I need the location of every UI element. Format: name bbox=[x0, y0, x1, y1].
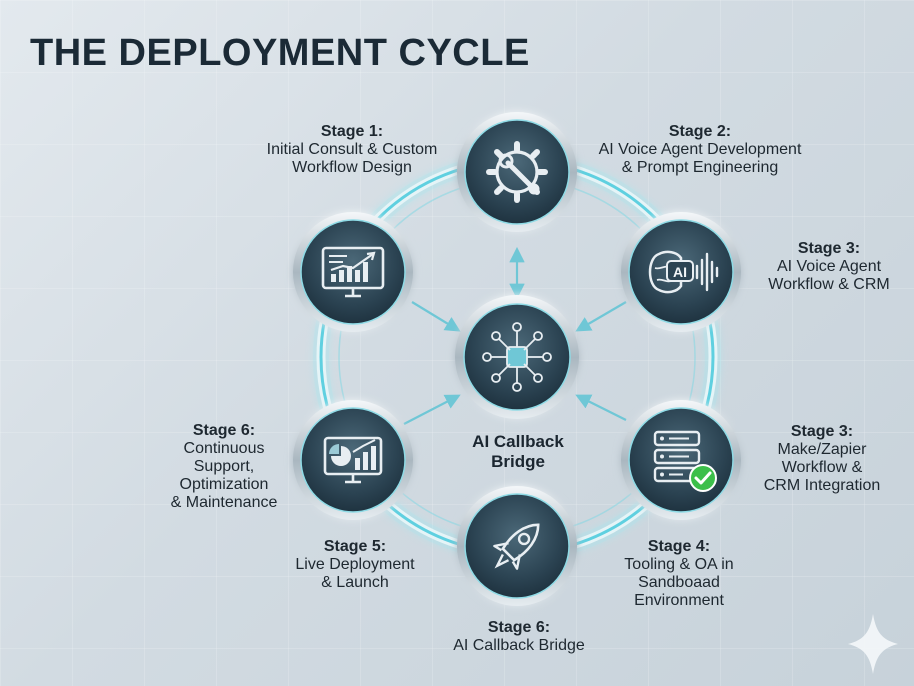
connector-top-left bbox=[411, 301, 461, 332]
server-check-icon bbox=[653, 430, 717, 492]
stage-label-top-left: Stage 1: Initial Consult & Custom Workfl… bbox=[252, 123, 452, 177]
stage-number: Stage 5: bbox=[323, 538, 387, 555]
stage-number: Stage 6: bbox=[487, 619, 551, 636]
stage-label-right-upper: Stage 3: AI Voice Agent Workflow & CRM bbox=[752, 240, 906, 294]
stage-description: Live Deployment & Launch bbox=[295, 556, 415, 591]
connector-bottom-right bbox=[575, 394, 627, 421]
stage-number: Stage 3: bbox=[790, 423, 854, 440]
stage-description: Continuous Support, Optimization & Maint… bbox=[170, 440, 278, 511]
center-hub bbox=[455, 295, 579, 419]
node-rocket bbox=[457, 486, 577, 606]
stage-label-bottom-right: Stage 4: Tooling & OA in Sandboaad Envir… bbox=[604, 538, 754, 610]
connector-bottom-left bbox=[403, 394, 461, 425]
monitor-pie-chart-icon bbox=[323, 436, 383, 484]
node-ai-voice: AI bbox=[621, 212, 741, 332]
stage-description: Initial Consult & Custom Workflow Design bbox=[266, 141, 438, 176]
ai-brain-voice-icon: AI bbox=[648, 250, 719, 294]
stage-description: Tooling & OA in Sandboaad Environment bbox=[624, 556, 734, 609]
stage-description: AI Voice Agent Workflow & CRM bbox=[768, 258, 890, 293]
stage-description: Make/Zapier Workflow & CRM Integration bbox=[763, 441, 881, 494]
stage-label-top-right: Stage 2: AI Voice Agent Development & Pr… bbox=[580, 123, 820, 177]
stage-label-right-lower: Stage 3: Make/Zapier Workflow & CRM Inte… bbox=[752, 423, 892, 495]
connector-top-right bbox=[575, 301, 627, 332]
gear-wrench-icon bbox=[486, 141, 548, 203]
node-monitor-analytics bbox=[293, 212, 413, 332]
monitor-analytics-icon bbox=[321, 246, 385, 298]
stage-description: AI Callback Bridge bbox=[453, 637, 585, 654]
stage-number: Stage 6: bbox=[192, 422, 256, 439]
page-title: THE DEPLOYMENT CYCLE bbox=[30, 32, 530, 74]
node-server bbox=[621, 400, 741, 520]
check-badge-icon bbox=[689, 464, 717, 492]
ai-chip-network-icon bbox=[482, 322, 552, 392]
stage-number: Stage 3: bbox=[797, 240, 861, 257]
stage-label-bottom: Stage 6: AI Callback Bridge bbox=[437, 619, 601, 655]
node-gear bbox=[457, 112, 577, 232]
stage-label-left-lower: Stage 6: Continuous Support, Optimizatio… bbox=[158, 422, 290, 512]
stage-number: Stage 4: bbox=[647, 538, 711, 555]
ai-badge-text: AI bbox=[673, 264, 687, 280]
stage-number: Stage 2: bbox=[668, 123, 732, 140]
sparkle-icon bbox=[848, 614, 898, 674]
stage-label-bottom-left: Stage 5: Live Deployment & Launch bbox=[280, 538, 430, 592]
center-label: AI Callback Bridge bbox=[472, 432, 564, 471]
stage-description: AI Voice Agent Development & Prompt Engi… bbox=[598, 141, 802, 176]
rocket-icon bbox=[493, 523, 540, 570]
stage-number: Stage 1: bbox=[320, 123, 384, 140]
node-monitor-pie bbox=[293, 400, 413, 520]
center-connectors bbox=[403, 246, 627, 425]
